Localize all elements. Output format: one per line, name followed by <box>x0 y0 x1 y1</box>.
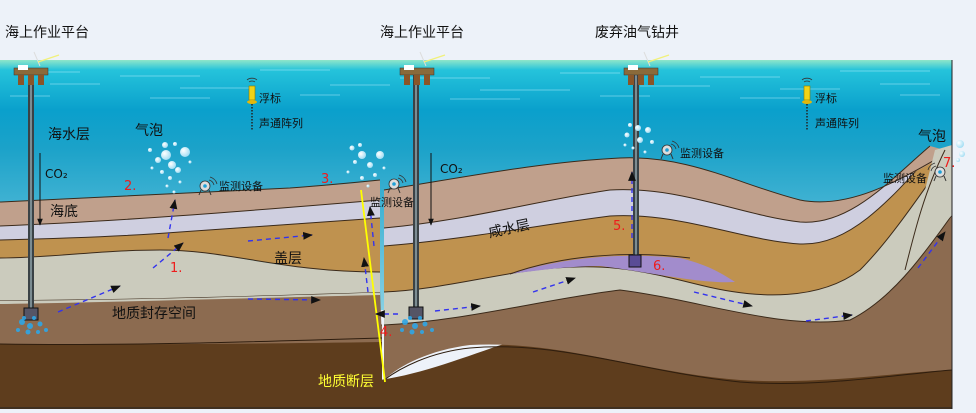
monitor-device-4-icon <box>927 162 947 182</box>
seawater-layer-label: 海水层 <box>48 127 90 143</box>
buoy-left-label: 浮标 <box>259 91 281 105</box>
co2-plume-mid <box>400 316 434 335</box>
seabed-layer <box>0 180 380 226</box>
leak-point-2: 2. <box>124 179 136 194</box>
monitor-label-3: 监测设备 <box>680 146 724 160</box>
monitor-device-2-icon <box>387 174 407 194</box>
monitor-label-4: 监测设备 <box>883 171 927 185</box>
abandoned-well-label: 废弃油气钻井 <box>595 25 679 41</box>
fault-label: 地质断层 <box>318 374 374 390</box>
platform-mid-icon <box>399 51 446 85</box>
platform-mid-label: 海上作业平台 <box>380 25 464 41</box>
leak-point-4: 4. <box>380 325 392 340</box>
monitor-device-1-icon <box>198 176 218 196</box>
caprock-layer <box>0 218 380 272</box>
leak-point-7: 7. <box>943 156 955 171</box>
fault-line <box>360 189 386 383</box>
buoy-right-label: 浮标 <box>815 91 837 105</box>
storage-space-label: 地质封存空间 <box>112 306 196 322</box>
bubbles-right-label: 气泡 <box>918 129 946 145</box>
array-left-label: 声通阵列 <box>259 116 303 130</box>
monitor-label-2: 监测设备 <box>370 195 414 209</box>
bubbles-left-icon <box>148 142 192 194</box>
monitor-label-1: 监测设备 <box>219 179 263 193</box>
leak-point-5: 5. <box>613 219 625 234</box>
bubbles-right-icon <box>956 140 965 162</box>
well-mid <box>408 70 424 320</box>
flow-arrows <box>57 171 946 322</box>
buoy-left-icon <box>246 77 258 130</box>
plugged-wellhead <box>628 254 642 268</box>
leak-point-3: 3. <box>321 172 333 187</box>
leak-point-6: 6. <box>653 259 665 274</box>
co2-mid-label: CO₂ <box>440 162 463 176</box>
platform-left-label: 海上作业平台 <box>5 25 89 41</box>
seabed-label: 海底 <box>50 204 78 220</box>
wave-streaks <box>10 69 940 100</box>
co2-left-label: CO₂ <box>45 167 68 181</box>
leak-point-1: 1. <box>170 261 182 276</box>
array-right-label: 声通阵列 <box>815 116 859 130</box>
co2-plume-left <box>16 316 48 335</box>
well-abandoned <box>628 70 642 268</box>
saline-layer <box>0 200 380 240</box>
caprock-label: 盖层 <box>274 251 302 267</box>
bubbles-fault-icon <box>346 143 386 188</box>
bubbles-left-label: 气泡 <box>135 123 163 139</box>
sky <box>0 0 976 60</box>
monitor-device-3-icon <box>660 140 680 160</box>
platform-left-icon <box>13 51 60 85</box>
platform-abandoned-icon <box>623 51 670 85</box>
buoy-right-icon <box>801 77 813 130</box>
bubbles-abandoned-icon <box>623 123 654 154</box>
